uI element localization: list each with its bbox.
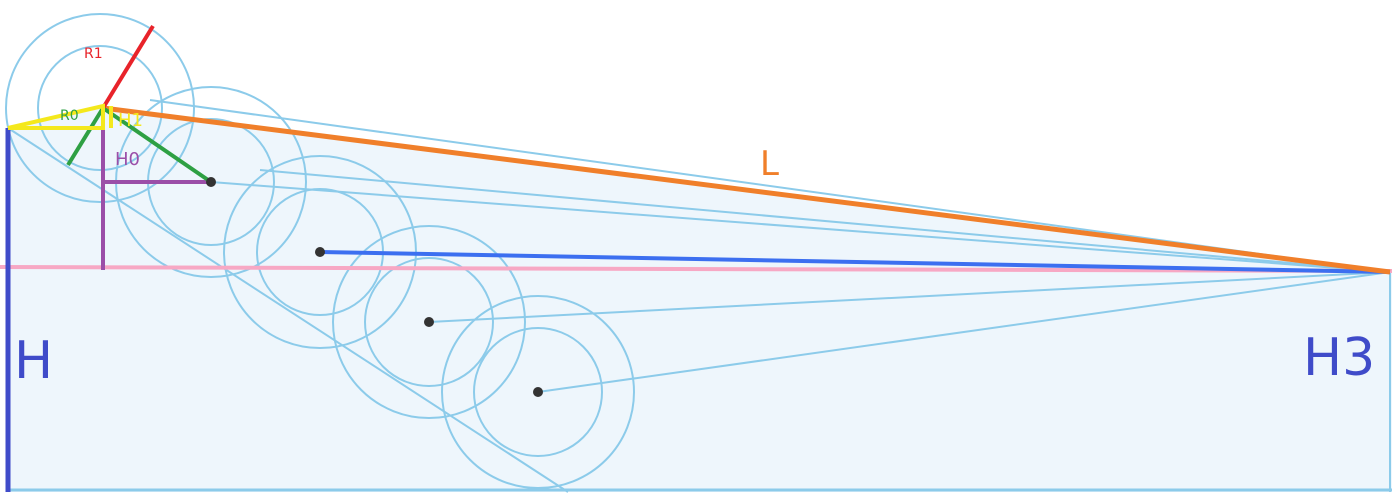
ray-4 <box>428 271 1391 323</box>
R0-line-b <box>66 106 105 167</box>
label-H1: H1 <box>118 110 143 131</box>
label-L: L <box>760 144 779 184</box>
label-H0: H0 <box>115 149 140 170</box>
ray-5 <box>537 271 1391 393</box>
label-R1: R1 <box>84 46 103 62</box>
circle-group <box>5 13 635 489</box>
dot-3 <box>315 247 325 257</box>
circle-5-outer <box>441 295 635 489</box>
tangent-top-3 <box>259 169 1391 273</box>
R1-line <box>101 24 155 110</box>
circle-4-inner <box>364 257 494 387</box>
H1-lines <box>7 103 113 130</box>
dot-4 <box>424 317 434 327</box>
dot-2 <box>206 177 216 187</box>
circle-4-outer <box>332 225 526 419</box>
R0-lines <box>66 106 213 184</box>
horizon-line <box>0 265 1392 273</box>
ray-1 <box>210 181 1391 273</box>
label-H3: H3 <box>1303 328 1375 388</box>
label-R0: R0 <box>60 108 79 124</box>
background-region <box>8 106 1392 492</box>
L-line <box>102 105 1391 275</box>
circle-1-outer <box>5 13 195 203</box>
dot-5 <box>533 387 543 397</box>
blue-ray <box>319 250 1391 274</box>
center-dots <box>206 177 543 397</box>
H1-polyline <box>7 103 105 130</box>
circle-5-inner <box>473 327 603 457</box>
label-H: H <box>14 331 53 391</box>
H0-lines <box>101 108 211 270</box>
R0-line-a <box>101 106 213 184</box>
circle-1-inner <box>37 45 163 171</box>
